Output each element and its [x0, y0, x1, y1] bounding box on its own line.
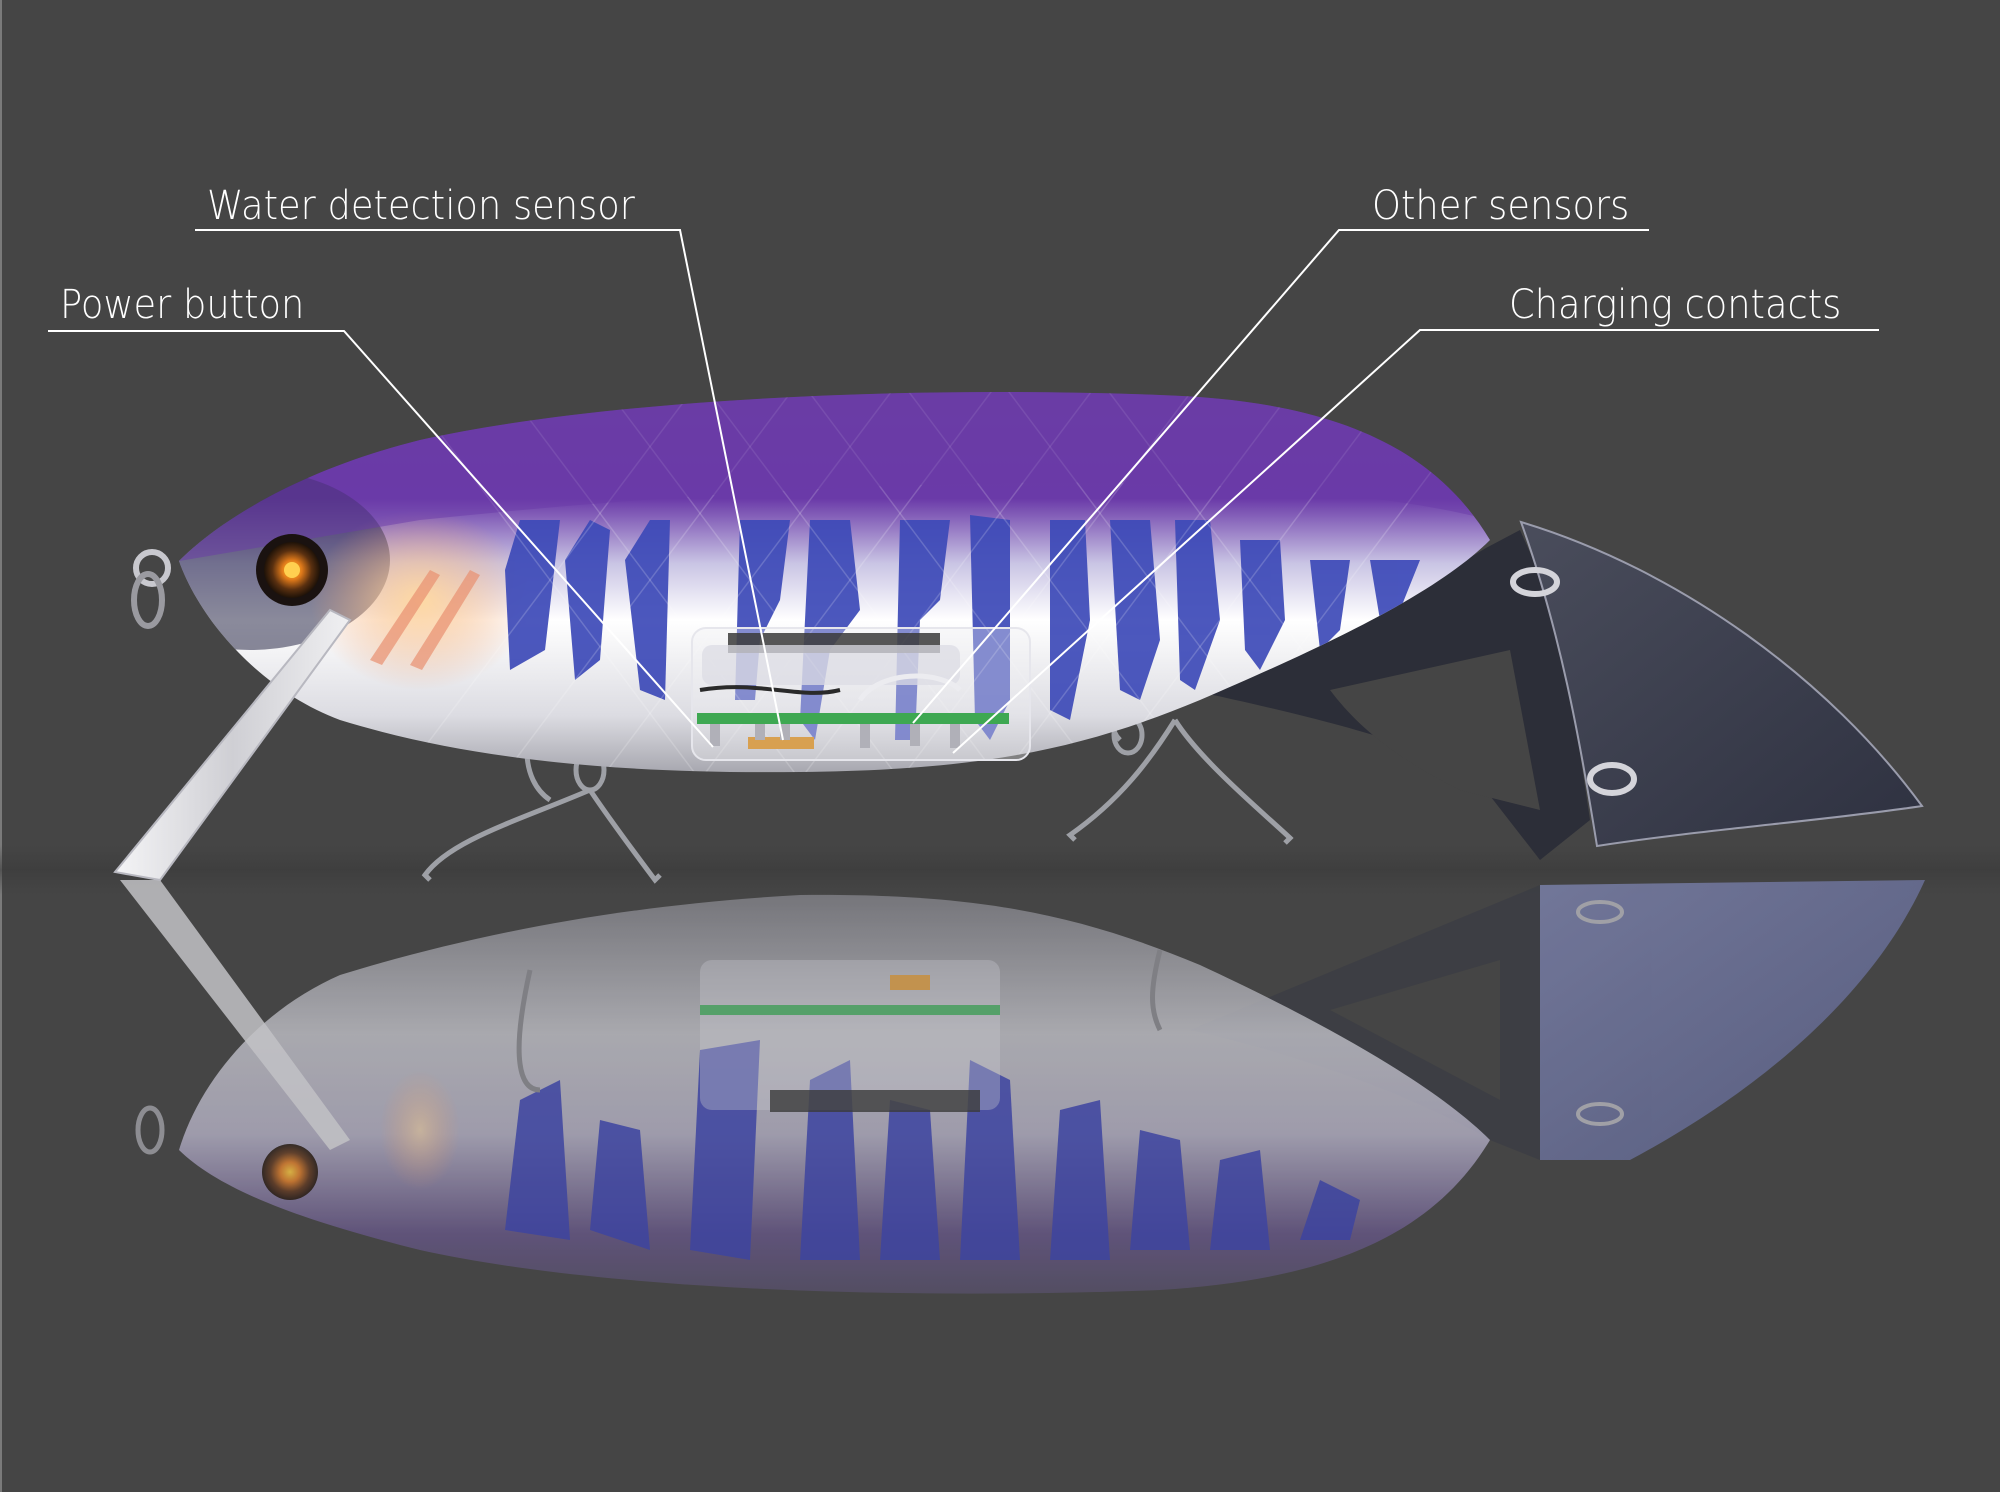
- leader-other-sensors: [912, 229, 1649, 724]
- callout-charging-contacts: Charging contacts: [1509, 282, 1842, 328]
- callout-other-sensors: Other sensors: [1372, 183, 1630, 229]
- callout-power-button: Power button: [60, 282, 305, 328]
- leader-charging-contacts: [952, 329, 1879, 754]
- tail-ring-top: [1510, 567, 1560, 597]
- diving-lip: [113, 608, 352, 882]
- tail-ring-bottom: [1587, 762, 1637, 796]
- callout-leaders: [48, 229, 1879, 754]
- image-border: [0, 0, 2, 1492]
- gill-slit: [370, 570, 440, 665]
- line-tie-ring: [131, 549, 171, 629]
- lure-body: [179, 392, 1490, 773]
- pcb: [697, 713, 1009, 724]
- leader-water-detection-sensor: [195, 229, 784, 741]
- callout-water-detection-sensor: Water detection sensor: [207, 183, 635, 229]
- tail-assembly: [1190, 520, 1924, 860]
- reflected-tail-fin: [1540, 880, 1925, 1160]
- leader-power-button: [48, 330, 714, 748]
- lure-reflection: [120, 880, 1925, 1294]
